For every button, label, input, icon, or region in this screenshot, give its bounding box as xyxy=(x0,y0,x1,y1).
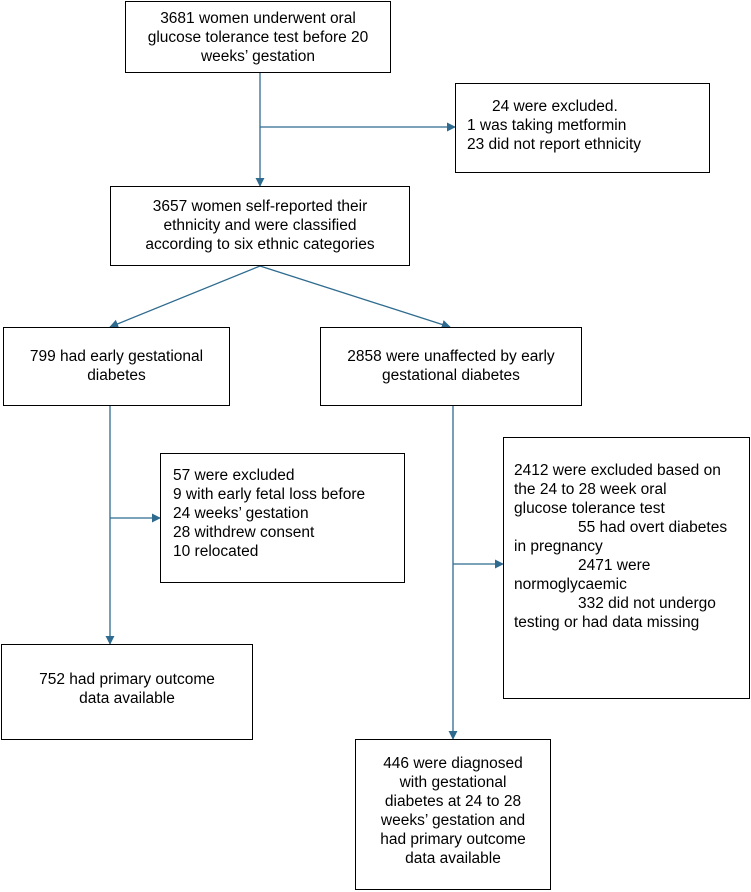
box-line: gestational diabetes xyxy=(382,367,520,384)
box-line: 23 did not report ethnicity xyxy=(467,136,642,153)
classified-box: 3657 women self-reported their ethnicity… xyxy=(110,186,410,266)
excluded-early-box: 57 were excluded 9 with early fetal loss… xyxy=(160,453,405,583)
box-line: 2471 were xyxy=(578,557,651,574)
box-line: 10 relocated xyxy=(173,543,259,560)
box-line: normoglycaemic xyxy=(514,576,627,593)
box-line: 799 had early gestational xyxy=(29,348,204,365)
box-line: 3657 women self-reported their xyxy=(152,198,368,215)
box-line: 24 weeks’ gestation xyxy=(173,505,309,522)
box-line: ethnicity and were classified xyxy=(163,217,357,234)
box-line: 2858 were unaffected by early xyxy=(347,348,555,365)
early-gdm-box: 799 had early gestational diabetes xyxy=(3,327,230,406)
box-line: 3681 women underwent oral xyxy=(160,10,356,27)
box-line: data available xyxy=(405,850,501,867)
box-line: diabetes at 24 to 28 xyxy=(384,793,522,810)
outcome-early-box: 752 had primary outcome data available xyxy=(1,644,253,740)
box-line: data available xyxy=(79,690,175,707)
box-line: 24 were excluded. xyxy=(492,98,618,115)
excluded-late-box: 2412 were excluded based on the 24 to 28… xyxy=(503,437,750,699)
excluded-initial-box: 24 were excluded. 1 was taking metformin… xyxy=(455,83,710,173)
box-line: testing or had data missing xyxy=(514,614,700,631)
box-line: had primary outcome xyxy=(380,831,526,848)
box-line: with gestational xyxy=(399,774,507,791)
box-line: weeks’ gestation and xyxy=(380,812,526,829)
box-line: glucose tolerance test before 20 xyxy=(147,29,369,46)
outcome-late-box: 446 were diagnosed with gestational diab… xyxy=(355,739,551,890)
box-line: 2412 were excluded based on xyxy=(514,462,721,479)
box-line: 752 had primary outcome xyxy=(39,671,215,688)
box-line: 57 were excluded xyxy=(173,467,295,484)
arrow-classified-to-early xyxy=(109,265,261,329)
box-line: 55 had overt diabetes xyxy=(578,519,728,536)
box-line: weeks’ gestation xyxy=(200,48,316,65)
box-line: 332 did not undergo xyxy=(578,595,716,612)
box-line: 9 with early fetal loss before xyxy=(173,486,366,503)
unaffected-box: 2858 were unaffected by early gestationa… xyxy=(320,327,582,406)
box-line: glucose tolerance test xyxy=(514,500,665,517)
box-line: 28 withdrew consent xyxy=(173,524,315,541)
box-line: in pregnancy xyxy=(514,538,603,555)
box-line: 446 were diagnosed xyxy=(383,755,523,772)
box-line: according to six ethnic categories xyxy=(145,236,375,253)
box-line: 1 was taking metformin xyxy=(467,117,627,134)
box-line: diabetes xyxy=(87,367,146,384)
box-line: the 24 to 28 week oral xyxy=(514,481,667,498)
arrow-classified-to-unaffected xyxy=(259,265,451,329)
screened-box: 3681 women underwent oral glucose tolera… xyxy=(125,1,391,73)
